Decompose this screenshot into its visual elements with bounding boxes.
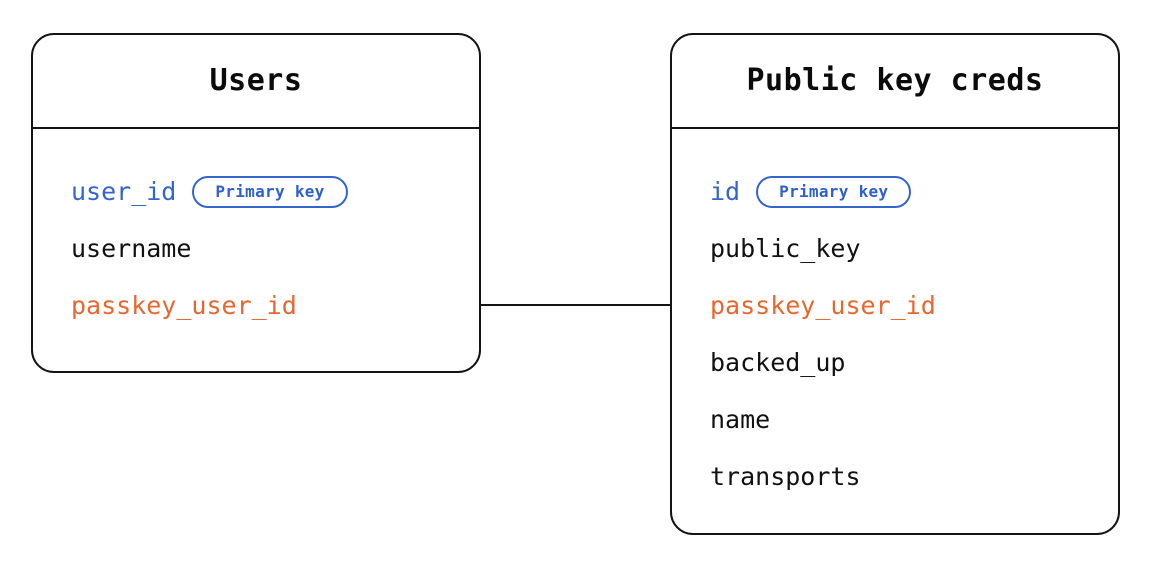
field-row[interactable]: transports (710, 448, 1118, 505)
field-row[interactable]: public_key (710, 220, 1118, 277)
field-row[interactable]: id Primary key (710, 163, 1118, 220)
field-row[interactable]: username (71, 220, 479, 277)
field-name-name: name (710, 405, 771, 434)
primary-key-badge: Primary key (192, 175, 348, 208)
field-row[interactable]: name (710, 391, 1118, 448)
field-row[interactable]: backed_up (710, 334, 1118, 391)
field-name-user-id: user_id (71, 177, 177, 206)
field-row[interactable]: passkey_user_id (710, 277, 1118, 334)
entity-users-title: Users (209, 63, 303, 98)
entity-users[interactable]: Users user_id Primary key username passk… (31, 33, 481, 373)
relationship-connector-users-to-creds (481, 304, 670, 306)
field-name-username: username (71, 234, 192, 263)
field-row[interactable]: passkey_user_id (71, 277, 479, 334)
entity-users-field-list: user_id Primary key username passkey_use… (33, 129, 479, 334)
field-name-passkey-user-id: passkey_user_id (71, 291, 297, 320)
field-name-backed-up: backed_up (710, 348, 846, 377)
field-row[interactable]: user_id Primary key (71, 163, 479, 220)
field-name-id: id (710, 177, 741, 206)
entity-public-key-creds[interactable]: Public key creds id Primary key public_k… (670, 33, 1120, 535)
field-name-transports: transports (710, 462, 861, 491)
field-name-public-key: public_key (710, 234, 861, 263)
entity-public-key-creds-title: Public key creds (746, 63, 1044, 98)
field-name-passkey-user-id: passkey_user_id (710, 291, 936, 320)
entity-public-key-creds-field-list: id Primary key public_key passkey_user_i… (672, 129, 1118, 505)
primary-key-badge: Primary key (756, 175, 912, 208)
entity-users-header: Users (33, 35, 479, 129)
entity-public-key-creds-header: Public key creds (672, 35, 1118, 129)
